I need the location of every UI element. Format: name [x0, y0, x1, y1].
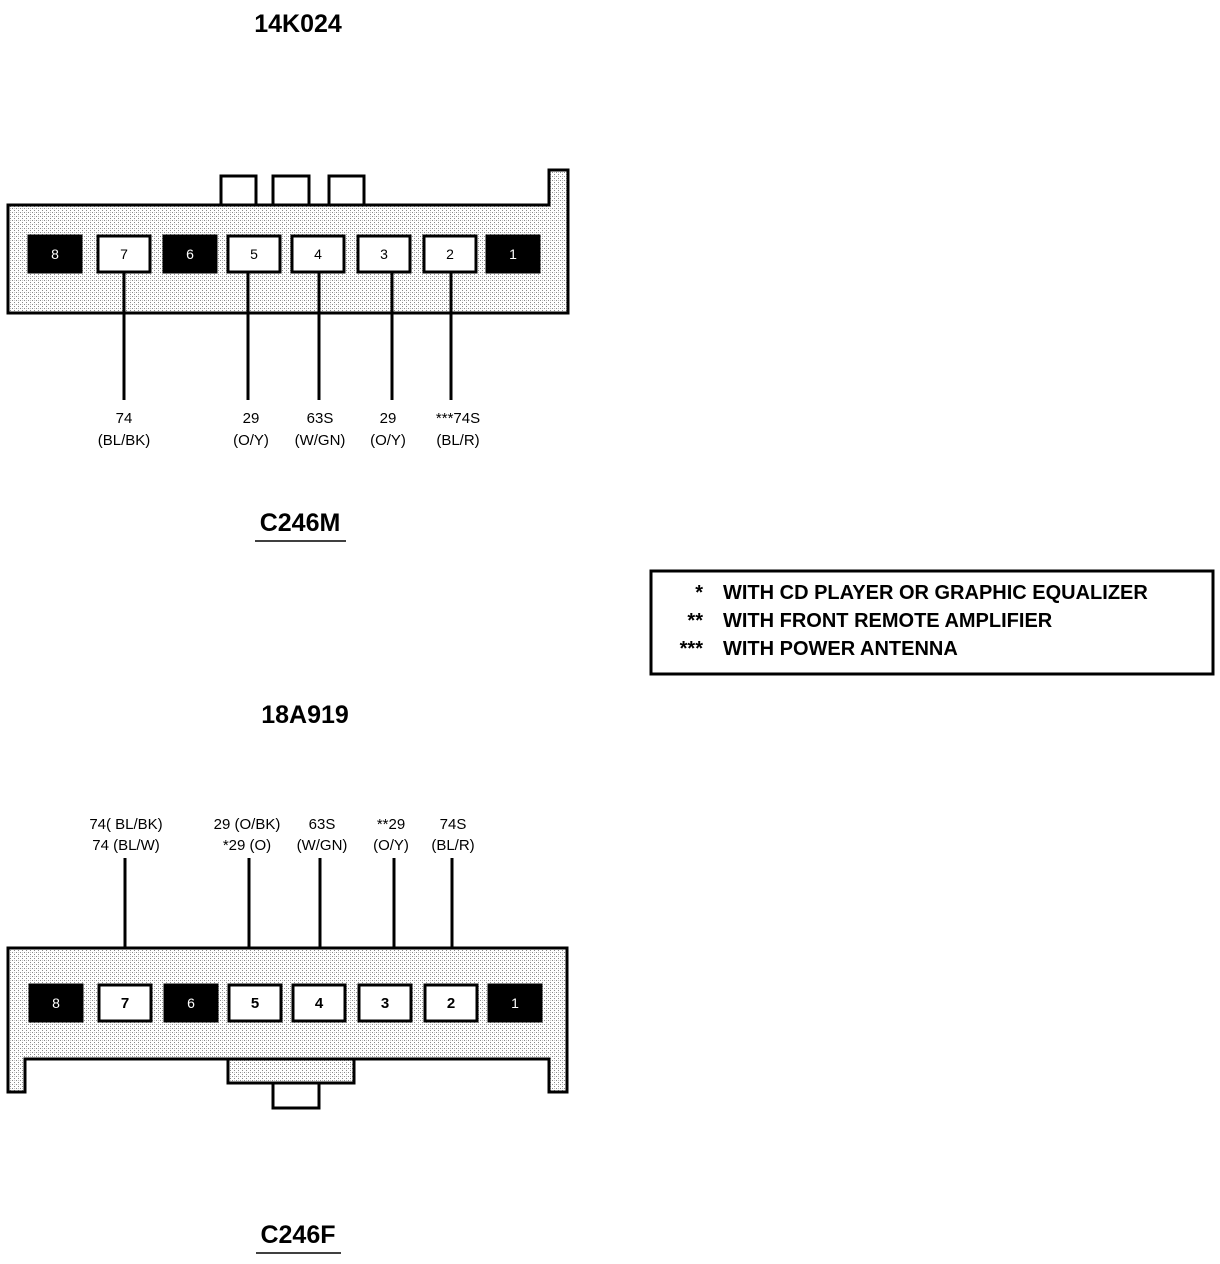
bottom-wire-label-pin-2-color: (BL/R) [431, 837, 474, 854]
legend-mark-3: *** [680, 638, 704, 660]
top-connector-housing [6, 168, 570, 315]
top-wire-label-pin-2-color: (BL/R) [436, 432, 479, 449]
top-pin-3-cavity [356, 234, 412, 274]
legend-mark-2: ** [687, 610, 703, 632]
bottom-pin-4-number: 4 [315, 995, 324, 1012]
legend-text-3: WITH POWER ANTENNA [723, 638, 958, 660]
bottom-wire-label-pin-7-circuit: 74( BL/BK) [89, 816, 162, 833]
top-pin-2-number: 2 [446, 246, 454, 262]
bottom-pin-5-cavity [227, 983, 283, 1023]
bottom-pin-5-number: 5 [251, 995, 259, 1012]
top-pin-8-cavity [27, 234, 83, 274]
top-wire-label-pin-5-circuit: 29 [243, 410, 260, 427]
top-wire-label-pin-7-color: (BL/BK) [98, 432, 151, 449]
top-wire-label-pin-5-color: (O/Y) [233, 432, 269, 449]
bottom-pin-4-cavity [291, 983, 347, 1023]
bottom-pin-7-number: 7 [121, 995, 129, 1012]
top-pin-6-cavity [162, 234, 218, 274]
top-pin-3-number: 3 [380, 246, 388, 262]
top-pin-6-number: 6 [186, 246, 194, 262]
bottom-pin-1-cavity [487, 983, 543, 1023]
top-connector-name: C246M [260, 509, 341, 537]
bottom-pin-6-cavity [163, 983, 219, 1023]
top-wire-label-pin-3-color: (O/Y) [370, 432, 406, 449]
top-connector-wires: 74 (BL/BK) 29 (O/Y) 63S (W/GN) 29 (O/Y) ***74S (B… [98, 272, 480, 449]
top-pin-7-number: 7 [120, 246, 128, 262]
bottom-pin-2-number: 2 [447, 995, 455, 1012]
top-pin-1-number: 1 [509, 246, 517, 262]
bottom-connector-name: C246F [260, 1221, 335, 1249]
bottom-connector-wires: 74( BL/BK) 74 (BL/W) 29 (O/BK) *29 (O) 63S (W… [89, 816, 475, 985]
bottom-wire-label-pin-7-color: 74 (BL/W) [92, 837, 160, 854]
bottom-pin-1-number: 1 [511, 995, 519, 1011]
bottom-wire-label-pin-5-color: *29 (O) [223, 837, 271, 854]
bottom-wire-label-pin-3-circuit: **29 [377, 816, 405, 833]
bottom-wire-label-pin-5-circuit: 29 (O/BK) [214, 816, 281, 833]
top-wire-label-pin-4-circuit: 63S [307, 410, 334, 427]
bottom-pin-8-number: 8 [52, 995, 60, 1011]
top-connector-part-number: 14K024 [254, 10, 342, 38]
top-wire-label-pin-2-circuit: ***74S [436, 410, 480, 427]
bottom-pin-6-number: 6 [187, 995, 195, 1011]
bottom-wire-label-pin-3-color: (O/Y) [373, 837, 409, 854]
bottom-pin-8-cavity [28, 983, 84, 1023]
bottom-wire-label-pin-4-color: (W/GN) [297, 837, 348, 854]
legend-text-2: WITH FRONT REMOTE AMPLIFIER [723, 610, 1053, 632]
top-pin-8-number: 8 [51, 246, 59, 262]
top-wire-label-pin-3-circuit: 29 [380, 410, 397, 427]
bottom-connector-pins: 8 7 6 5 4 3 2 1 [28, 983, 543, 1023]
top-pin-4-number: 4 [314, 246, 322, 262]
bottom-pin-3-cavity [357, 983, 413, 1023]
top-wire-label-pin-7-circuit: 74 [116, 410, 133, 427]
top-pin-1-cavity [485, 234, 541, 274]
bottom-pin-3-number: 3 [381, 995, 389, 1012]
bottom-wire-label-pin-2-circuit: 74S [440, 816, 467, 833]
bottom-wire-label-pin-4-circuit: 63S [309, 816, 336, 833]
legend-mark-1: * [695, 582, 703, 604]
legend-box: * WITH CD PLAYER OR GRAPHIC EQUALIZER **… [649, 569, 1215, 676]
legend-text-1: WITH CD PLAYER OR GRAPHIC EQUALIZER [723, 582, 1148, 604]
top-wire-label-pin-4-color: (W/GN) [295, 432, 346, 449]
bottom-pin-7-cavity [97, 983, 153, 1023]
top-pin-5-cavity [226, 234, 282, 274]
top-pin-5-number: 5 [250, 246, 258, 262]
bottom-connector-part-number: 18A919 [261, 701, 349, 729]
bottom-connector-housing [6, 946, 569, 1110]
bottom-pin-2-cavity [423, 983, 479, 1023]
